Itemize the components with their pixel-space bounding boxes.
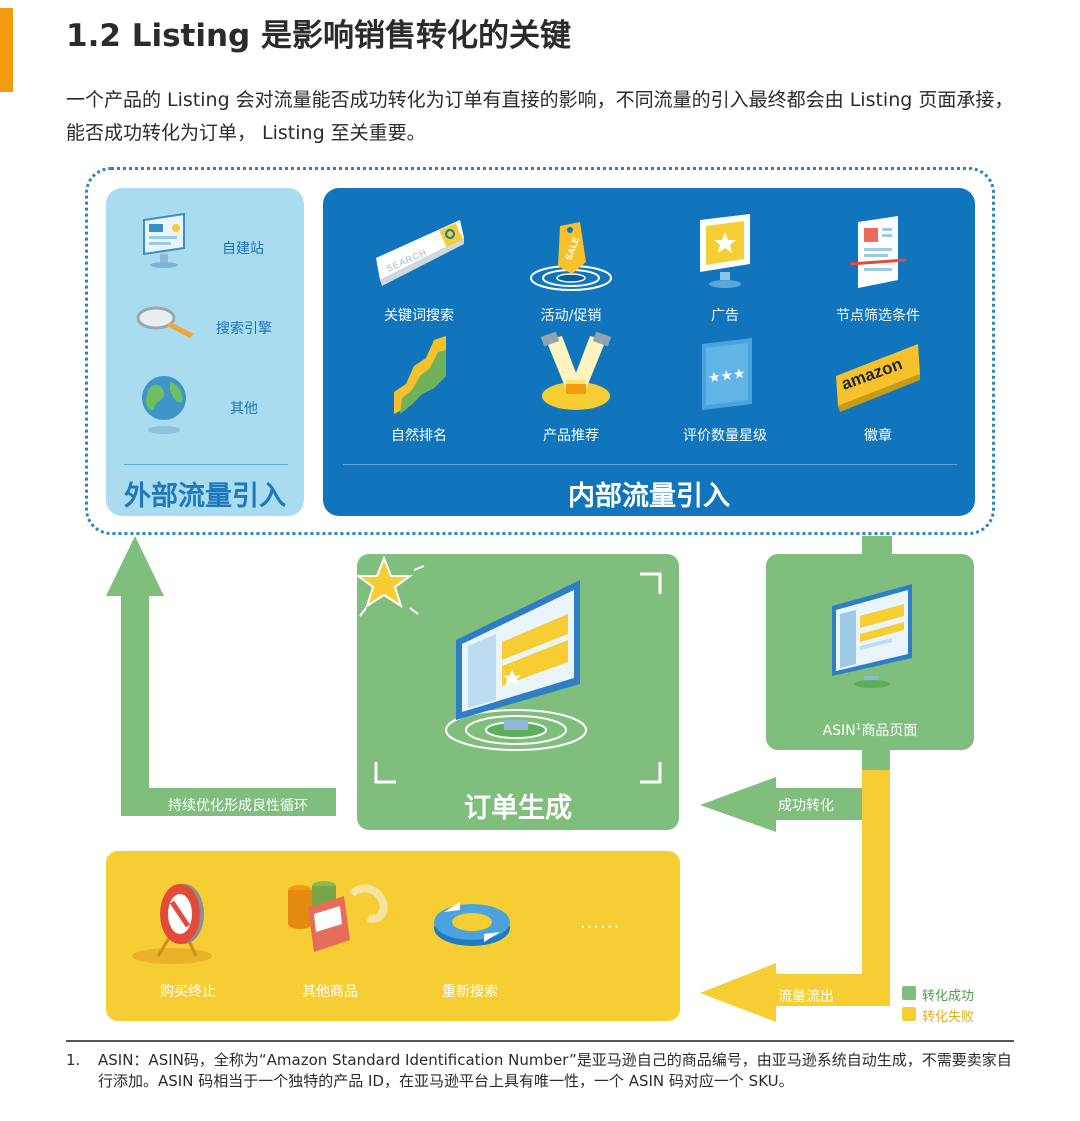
internal-label-keyword-search: 关键词搜索 [384,308,454,324]
star-rating-text: ★★★ [707,366,747,387]
accent-bar [0,8,13,92]
failure-label-purchase-stop: 购买终止 [160,984,216,1000]
loop-arrow-label: 持续优化形成良性循环 [168,798,308,814]
internal-divider [343,464,957,465]
ad-monitor-icon [700,214,750,288]
asin-product-page-label: ASIN1商品页面 [822,722,918,739]
outflow-arrow [700,770,890,1022]
legend-swatch-success [902,986,916,1000]
website-monitor-icon [143,212,185,268]
internal-label-node-filter: 节点筛选条件 [836,308,920,324]
legend-label-success: 转化成功 [922,989,975,1004]
external-label-other: 其他 [230,401,258,417]
amazon-badge-icon: amazon [836,344,920,412]
product-page-monitor-icon [832,584,912,688]
order-monitor-icon [445,580,587,751]
refresh-icon [434,902,510,946]
success-arrow [700,748,890,832]
external-divider [124,464,288,465]
intro-paragraph: 一个产品的 Listing 会对流量能否成功转化为订单有直接的影响，不同流量的引… [66,89,1014,144]
sale-tag-icon: SALE [530,222,612,291]
loop-arrow [106,536,336,816]
order-corner-brackets [374,572,662,784]
products-icon [288,881,388,952]
footnote-number: 1. [66,1051,81,1069]
external-label-search-engine: 搜索引擎 [216,321,272,337]
stop-sign-icon [132,884,212,964]
legend-label-failure: 转化失败 [922,1010,975,1025]
ranking-chart-icon [394,336,446,414]
internal-label-review-rating: 评价数量星级 [683,428,767,444]
failure-label-other-products: 其他商品 [302,984,358,1000]
footnote-text: ASIN：ASIN码，全称为“Amazon Standard Identific… [98,1051,1012,1090]
page-title: 1.2 Listing 是影响销售转化的关键 [66,18,572,54]
filter-scan-icon [849,216,907,288]
search-bar-icon: SEARCH [376,220,464,286]
star-rating-icon: ★★★ [702,338,752,410]
external-traffic-title: 外部流量引入 [124,481,286,512]
internal-traffic-title: 内部流量引入 [568,481,730,512]
magnifier-icon [136,306,194,338]
globe-icon [142,376,186,434]
traffic-frame [85,167,995,535]
asin-connector [862,536,892,556]
internal-label-product-recommend: 产品推荐 [543,428,599,444]
more-ellipsis: ...... [580,912,621,933]
spotlight-icon [540,331,612,410]
internal-label-badge: 徽章 [864,428,892,444]
outflow-arrow-label: 流量流出 [778,989,834,1005]
conversion-failure-box [106,851,680,1021]
internal-label-ads: 广告 [711,308,739,324]
external-label-website: 自建站 [222,241,264,257]
burst-star-icon [345,544,425,617]
success-arrow-label: 成功转化 [778,798,834,814]
internal-label-promotion: 活动/促销 [540,308,602,324]
external-traffic-panel [106,188,304,516]
order-generation-title: 订单生成 [464,793,572,824]
legend-swatch-failure [902,1007,916,1021]
internal-label-organic-ranking: 自然排名 [391,428,447,444]
failure-label-research: 重新搜索 [442,984,498,1000]
footnote-rule [66,1040,1014,1042]
